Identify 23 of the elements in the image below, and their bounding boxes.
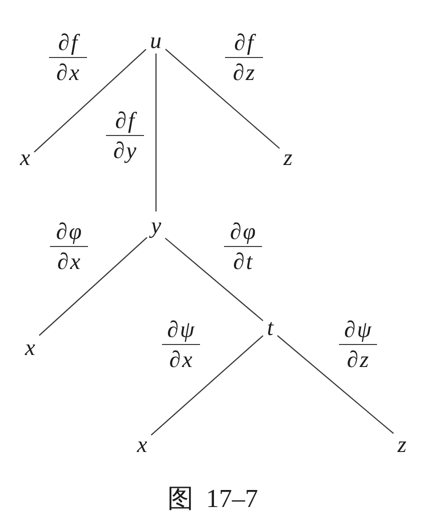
variable-label: x — [133, 430, 152, 458]
branch-line — [165, 48, 280, 149]
variable-label: x — [21, 334, 40, 360]
variable-label: u — [146, 26, 166, 54]
branch-line — [34, 48, 146, 152]
edge-label: ∂f ∂x — [49, 30, 87, 86]
edge-label: ∂ψ ∂x — [162, 316, 200, 372]
edge-label: ∂φ ∂x — [50, 218, 88, 274]
branch-line — [164, 238, 264, 322]
variable-label: x — [16, 144, 34, 170]
edge-label: ∂f ∂z — [225, 30, 263, 86]
edge-label: ∂ψ ∂z — [339, 316, 377, 372]
branch-line — [150, 335, 264, 436]
figure-caption: 图 17–7 — [168, 484, 258, 514]
variable-label: z — [394, 430, 410, 458]
edge-label: ∂φ ∂t — [224, 218, 262, 274]
variable-label: z — [280, 144, 296, 170]
edge-label: ∂f ∂y — [106, 108, 144, 164]
branch-line — [277, 335, 394, 434]
branch-line — [155, 54, 157, 212]
branch-line — [38, 237, 148, 336]
variable-label: t — [263, 314, 278, 340]
variable-label: y — [147, 212, 166, 238]
